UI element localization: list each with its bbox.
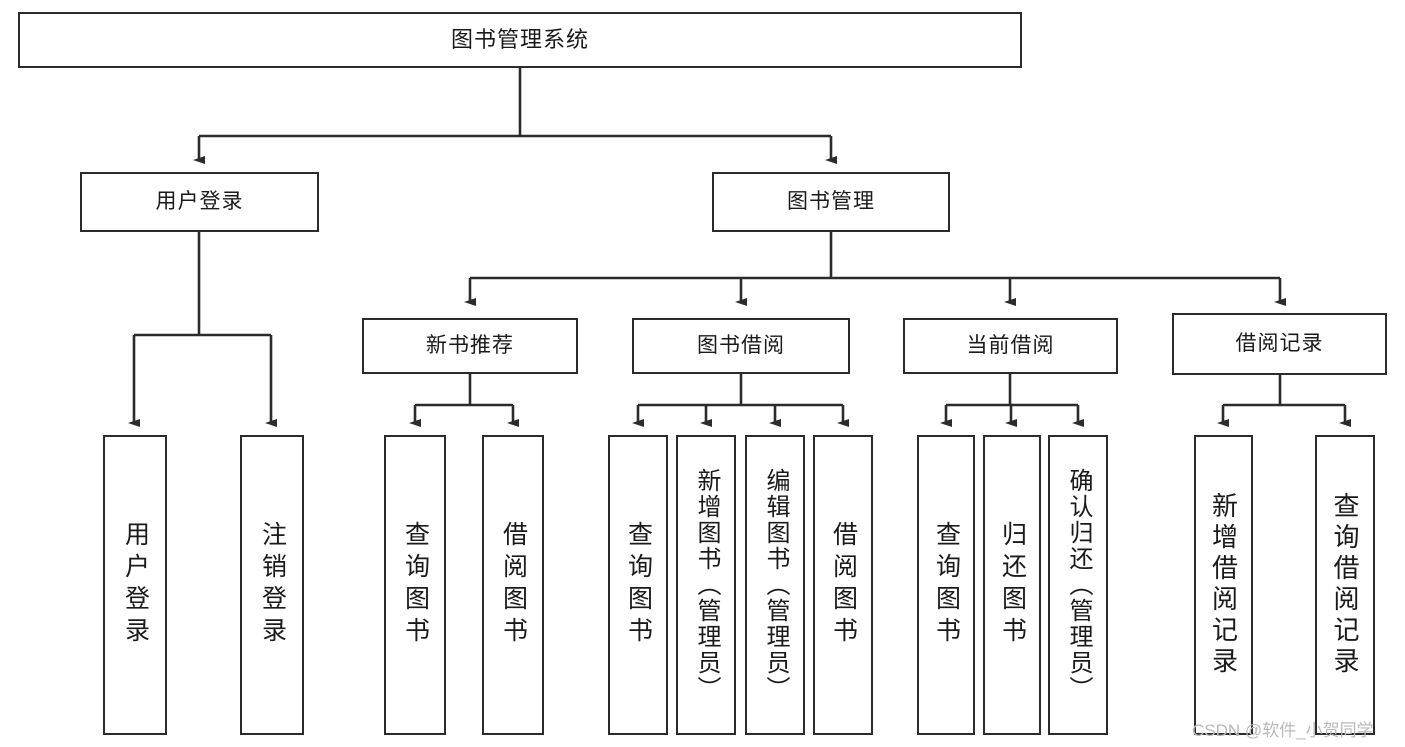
node-leaf-logout[interactable]: 注销登录: [240, 435, 304, 735]
node-label: 借阅图书: [499, 521, 528, 649]
node-book-management[interactable]: 图书管理: [712, 172, 950, 232]
node-label: 用户登录: [155, 189, 244, 213]
node-label: 新书推荐: [426, 333, 514, 357]
node-leaf-return-book[interactable]: 归还图书: [983, 435, 1041, 735]
node-current-borrow[interactable]: 当前借阅: [903, 318, 1118, 374]
node-leaf-edit-book-admin[interactable]: 编辑图书（管理员）: [745, 435, 805, 735]
node-leaf-borrow-book[interactable]: 借阅图书: [813, 435, 873, 735]
node-label: 图书借阅: [697, 333, 785, 357]
node-label: 查询借阅记录: [1330, 492, 1360, 678]
node-leaf-query-borrow-record[interactable]: 查询借阅记录: [1315, 435, 1375, 735]
node-label: 借阅图书: [829, 521, 858, 649]
node-leaf-add-book-admin[interactable]: 新增图书（管理员）: [676, 435, 736, 735]
node-label: 借阅记录: [1235, 331, 1324, 355]
node-label: 用户登录: [121, 521, 150, 649]
node-label: 新增图书（管理员）: [693, 468, 720, 702]
node-label: 查询图书: [401, 521, 430, 649]
node-label: 图书管理系统: [450, 27, 589, 53]
node-leaf-add-borrow-record[interactable]: 新增借阅记录: [1194, 435, 1253, 735]
node-new-book-recommend[interactable]: 新书推荐: [362, 318, 578, 374]
node-user-login[interactable]: 用户登录: [80, 172, 319, 232]
node-label: 注销登录: [258, 521, 287, 649]
node-label: 当前借阅: [966, 333, 1055, 357]
csdn-watermark: CSDN @软件_小贺同学: [1192, 721, 1374, 740]
node-label: 查询图书: [624, 521, 653, 649]
node-label: 确认归还（管理员）: [1065, 468, 1092, 702]
node-leaf-confirm-return-admin[interactable]: 确认归还（管理员）: [1048, 435, 1108, 735]
node-leaf-query-book-borrow[interactable]: 查询图书: [608, 435, 668, 735]
node-leaf-query-book-recommend[interactable]: 查询图书: [384, 435, 446, 735]
node-leaf-borrow-book-recommend[interactable]: 借阅图书: [482, 435, 544, 735]
node-label: 图书管理: [787, 189, 875, 213]
node-leaf-query-book-current[interactable]: 查询图书: [917, 435, 975, 735]
node-leaf-user-login[interactable]: 用户登录: [103, 435, 167, 735]
node-book-borrow[interactable]: 图书借阅: [632, 318, 850, 374]
node-root-book-management-system[interactable]: 图书管理系统: [18, 12, 1022, 68]
node-label: 归还图书: [998, 521, 1027, 649]
node-label: 编辑图书（管理员）: [762, 468, 789, 702]
node-label: 查询图书: [932, 521, 961, 649]
node-borrow-record[interactable]: 借阅记录: [1172, 313, 1387, 375]
node-label: 新增借阅记录: [1208, 492, 1239, 678]
